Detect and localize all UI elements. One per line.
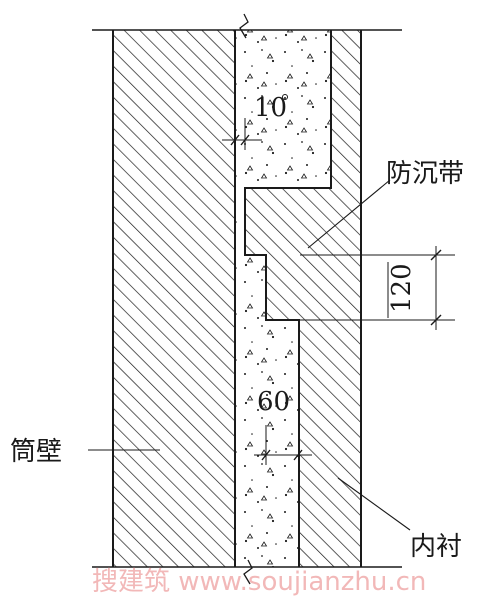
dimension-10 xyxy=(222,118,262,150)
inner-lining-label: 内衬 xyxy=(410,532,462,562)
concrete-infill xyxy=(236,30,331,567)
belt-height-label: 120 xyxy=(387,263,417,313)
belt-leader-line xyxy=(307,179,391,249)
joint-gap-label: 10 xyxy=(254,93,287,123)
shell-wall-label: 筒壁 xyxy=(10,437,62,467)
lining-leader-line xyxy=(337,477,411,531)
degree-mark xyxy=(282,94,288,100)
break-mark-top xyxy=(239,13,249,39)
watermark: 搜建筑 www.soujianzhu.cn xyxy=(92,567,426,597)
break-mark-bottom xyxy=(243,559,253,585)
anti-settlement-belt-label: 防沉带 xyxy=(386,159,464,189)
shell-wall xyxy=(112,30,236,567)
dimension-120 xyxy=(300,246,455,330)
anti-settlement-belt-outline xyxy=(244,30,332,567)
dimension-60 xyxy=(254,425,312,465)
lining-gap-label: 60 xyxy=(257,387,290,417)
inner-lining xyxy=(244,30,362,567)
